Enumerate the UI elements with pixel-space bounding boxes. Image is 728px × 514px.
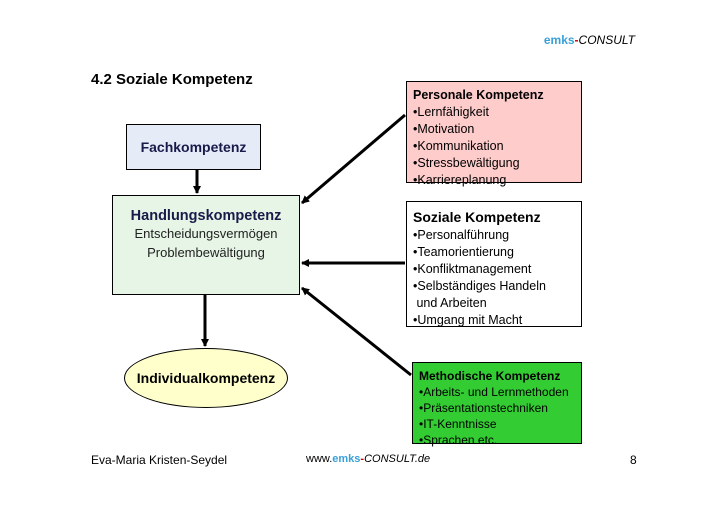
url-brand1: emks [332,453,361,465]
individualkompetenz-ellipse: Individualkompetenz [124,348,288,408]
list-item: •Sprachen etc. [419,433,498,447]
list-item: •Karriereplanung [413,173,507,187]
url-sep: - [360,453,365,465]
brand-part2: CONSULT [578,33,635,47]
arrow-methodische-to-handlung [301,286,412,377]
footer-author: Eva-Maria Kristen-Seydel [91,453,228,467]
handlungskompetenz-box: Handlungskompetenz Entscheidungsvermögen… [112,195,300,295]
footer-url[interactable]: www.emks-CONSULT.de [306,453,430,465]
url-prefix: www. [306,453,333,465]
list-item: •Arbeits- und Lernmethoden [419,385,569,399]
list-item: •Selbständiges Handeln [413,279,546,293]
fachkompetenz-label: Fachkompetenz [140,139,247,155]
list-item: •Präsentationstechniken [419,401,548,415]
personale-kompetenz-box: Personale Kompetenz •Lernfähigkeit •Moti… [406,81,582,187]
page-number: 8 [630,453,637,467]
methodische-title: Methodische Kompetenz [419,369,561,383]
list-item: •Personalführung [413,228,510,242]
list-item: •Umgang mit Macht [413,313,523,327]
list-item: •Konfliktmanagement [413,262,532,276]
list-item: •Teamorientierung [413,245,514,259]
brand-separator: - [574,33,579,47]
list-item: •Kommunikation [413,139,504,153]
url-suffix: .de [414,453,431,465]
list-item: •Stressbewältigung [413,156,520,170]
fachkompetenz-box: Fachkompetenz [126,124,261,170]
soziale-title: Soziale Kompetenz [413,209,541,225]
methodische-kompetenz-box: Methodische Kompetenz •Arbeits- und Lern… [412,362,582,447]
list-item: und Arbeiten [413,296,487,310]
arrow-personale-to-handlung [301,113,406,205]
url-brand2: CONSULT [364,453,415,465]
list-item: •IT-Kenntnisse [419,417,497,431]
page-title: 4.2 Soziale Kompetenz [91,71,253,88]
brand-part1: emks [543,33,575,47]
brand-logo: emks-CONSULT [544,33,635,47]
handlungskompetenz-title: Handlungskompetenz [130,208,282,224]
handlung-line: Entscheidungsvermögen [134,226,278,241]
individualkompetenz-label: Individualkompetenz [136,370,276,386]
handlung-line: Problembewältigung [147,245,265,260]
personale-title: Personale Kompetenz [413,88,544,102]
soziale-kompetenz-box: Soziale Kompetenz •Personalführung •Team… [406,201,582,327]
list-item: •Lernfähigkeit [413,105,489,119]
list-item: •Motivation [413,122,475,136]
